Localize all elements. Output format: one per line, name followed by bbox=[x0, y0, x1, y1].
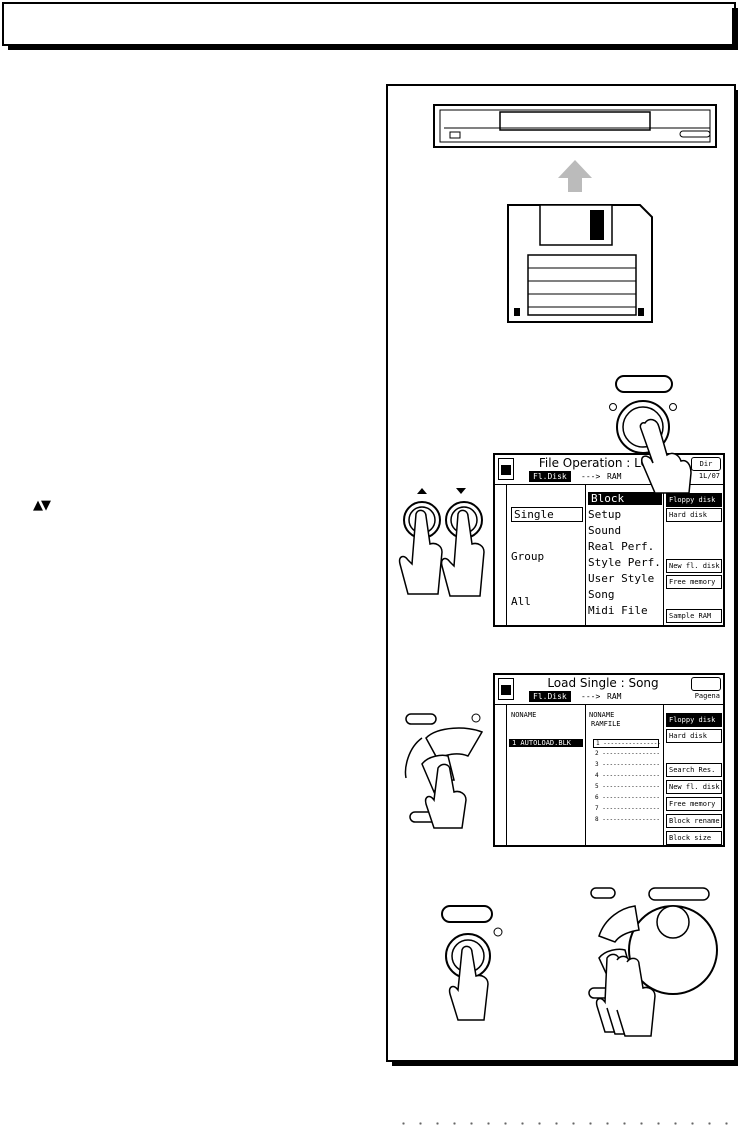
source-device: Fl.Disk bbox=[529, 691, 571, 702]
slot-row[interactable]: 2 ---------------- bbox=[595, 750, 661, 757]
column-divider bbox=[663, 485, 664, 625]
source-device: Fl.Disk bbox=[529, 471, 571, 482]
slot-number: 8 bbox=[595, 816, 599, 823]
dest-file-name: RAMFILE bbox=[591, 720, 621, 728]
column-divider bbox=[585, 705, 586, 845]
transfer-arrow: ---> bbox=[581, 692, 601, 701]
slot-number: 6 bbox=[595, 794, 599, 801]
dotted-footer-rule bbox=[395, 1122, 735, 1125]
lcd-title: File Operation : LOAD bbox=[538, 456, 668, 470]
slot-number: 3 bbox=[595, 761, 599, 768]
new-fl-disk-button[interactable]: New fl. disk bbox=[666, 780, 722, 794]
slot-row[interactable]: 8 ---------------- bbox=[595, 816, 661, 823]
panel-shadow-bottom bbox=[392, 1060, 738, 1066]
dial-illustration bbox=[588, 887, 718, 1037]
disk-icon bbox=[498, 678, 514, 700]
item-song[interactable]: Song bbox=[588, 588, 615, 601]
header-shadow-right bbox=[732, 8, 738, 50]
up-down-arrows-icon: ▲▼ bbox=[33, 498, 51, 513]
new-fl-disk-button[interactable]: New fl. disk bbox=[666, 559, 722, 573]
search-res-button[interactable]: Search Res. bbox=[666, 763, 722, 777]
slot-row[interactable]: 6 ---------------- bbox=[595, 794, 661, 801]
slot-number: 2 bbox=[595, 750, 599, 757]
slot-number: 4 bbox=[595, 772, 599, 779]
lcd-side-tabs bbox=[495, 485, 507, 625]
hard-disk-button[interactable]: Hard disk bbox=[666, 729, 722, 743]
group-group[interactable]: Group bbox=[511, 550, 545, 563]
item-midi-file[interactable]: Midi File bbox=[588, 604, 648, 617]
slot-number: 5 bbox=[595, 783, 599, 790]
dir-button[interactable] bbox=[691, 677, 721, 691]
block-size-button[interactable]: Block size bbox=[666, 831, 722, 845]
source-disk-name: NONAME bbox=[511, 711, 537, 719]
scroll-buttons-illustration bbox=[398, 488, 485, 597]
sample-ram-button[interactable]: Sample RAM bbox=[666, 609, 722, 623]
slot-row[interactable]: 7 ---------------- bbox=[595, 805, 661, 812]
page-button-illustration bbox=[404, 713, 484, 829]
floppy-disk-button[interactable]: Floppy disk bbox=[666, 713, 722, 727]
panel-shadow-right bbox=[736, 90, 738, 1066]
block-rename-button[interactable]: Block rename bbox=[666, 814, 722, 828]
destination-device: RAM bbox=[607, 472, 622, 481]
column-divider bbox=[585, 485, 586, 625]
floppy-drive-illustration bbox=[433, 104, 717, 323]
item-setup[interactable]: Setup bbox=[588, 508, 622, 521]
slot-number: 1 bbox=[596, 740, 600, 747]
lcd-screen-load-song: Load Single : Song Fl.Disk ---> RAM Page… bbox=[493, 673, 725, 847]
free-memory-button[interactable]: Free memory bbox=[666, 797, 722, 811]
item-block[interactable]: Block bbox=[588, 492, 662, 505]
page-indicator: Pagena bbox=[694, 692, 720, 700]
floppy-disk-button[interactable]: Floppy disk bbox=[666, 493, 722, 507]
transfer-arrow: ---> bbox=[581, 472, 601, 481]
slot-number: 7 bbox=[595, 805, 599, 812]
item-real-perf[interactable]: Real Perf. bbox=[588, 540, 655, 553]
dest-disk-name: NONAME bbox=[589, 711, 615, 719]
header-frame bbox=[2, 2, 736, 46]
group-all[interactable]: All bbox=[511, 595, 531, 608]
lcd-titlebar: File Operation : LOAD Fl.Disk ---> RAM D… bbox=[495, 455, 723, 485]
disk-icon bbox=[498, 458, 514, 480]
item-user-style[interactable]: User Style bbox=[588, 572, 655, 585]
group-single[interactable]: Single bbox=[511, 507, 583, 522]
item-sound[interactable]: Sound bbox=[588, 524, 622, 537]
slot-row[interactable]: 4 ---------------- bbox=[595, 772, 661, 779]
slot-row[interactable]: 1 ---------------- bbox=[593, 739, 661, 748]
destination-device: RAM bbox=[607, 692, 622, 701]
finger-icon bbox=[639, 418, 692, 494]
slot-row[interactable]: 5 ---------------- bbox=[595, 783, 661, 790]
load-button-bottom-illustration bbox=[441, 905, 503, 1021]
selected-file[interactable]: 1 AUTOLOAD.BLK bbox=[509, 739, 583, 747]
free-memory-button[interactable]: Free memory bbox=[666, 575, 722, 589]
lcd-title: Load Single : Song bbox=[547, 676, 659, 690]
lcd-side-tabs bbox=[495, 705, 507, 845]
header-shadow bbox=[8, 44, 738, 50]
slot-row[interactable]: 3 ---------------- bbox=[595, 761, 661, 768]
lcd-titlebar: Load Single : Song Fl.Disk ---> RAM Page… bbox=[495, 675, 723, 705]
item-style-perf[interactable]: Style Perf. bbox=[588, 556, 661, 569]
column-divider bbox=[663, 705, 664, 845]
hard-disk-button[interactable]: Hard disk bbox=[666, 508, 722, 522]
dir-button[interactable]: Dir bbox=[691, 457, 721, 471]
page-indicator: 1L/07 bbox=[698, 472, 720, 480]
